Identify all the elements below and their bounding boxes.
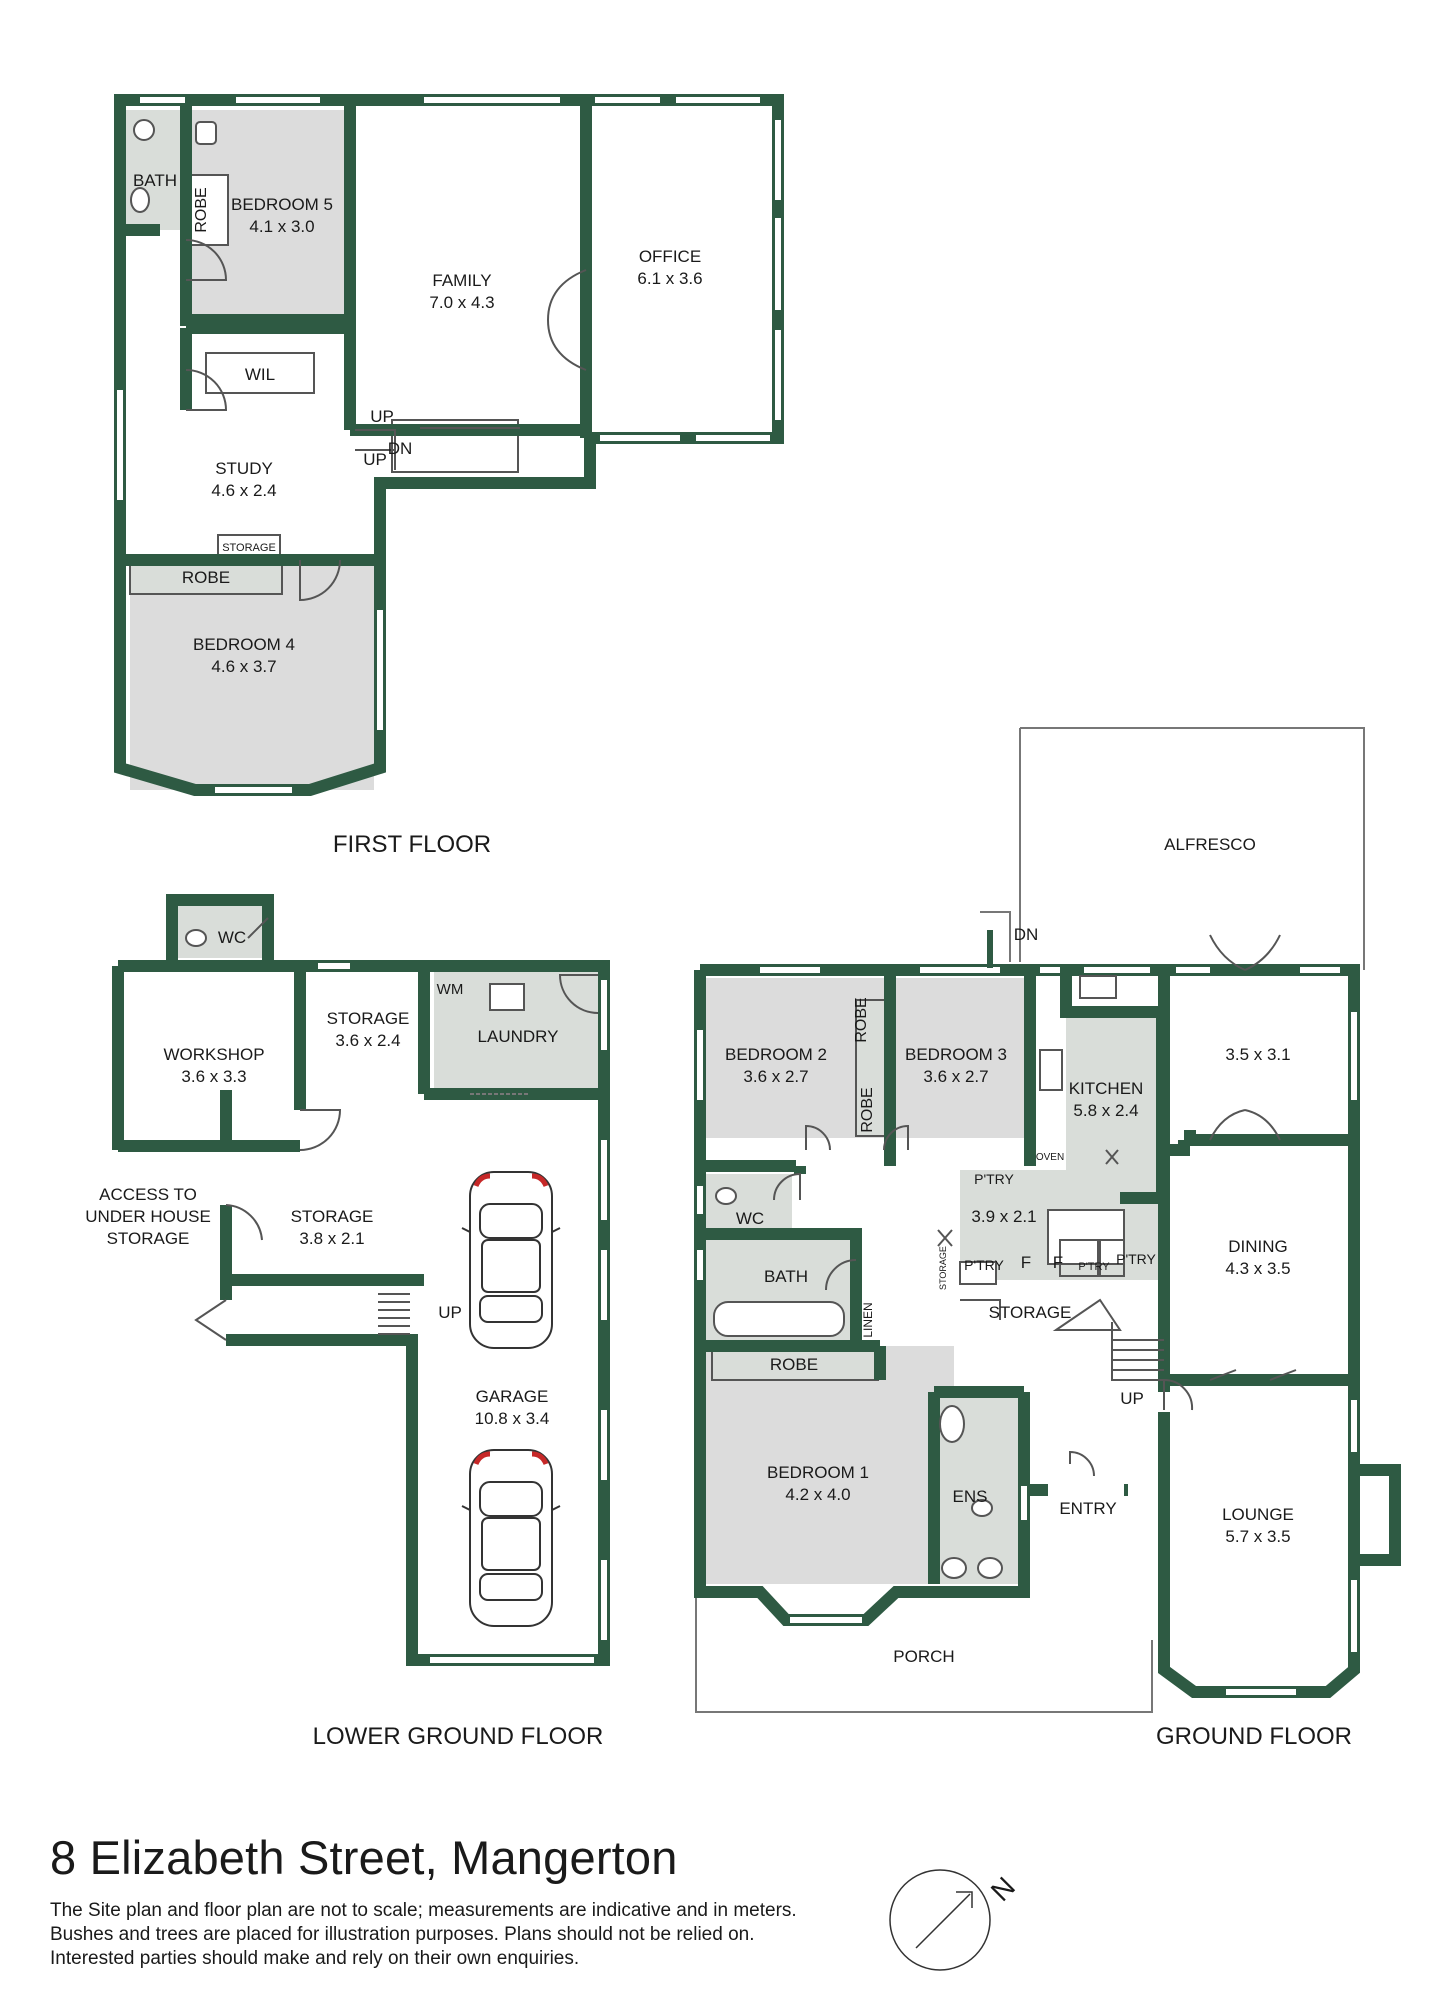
ff-bedroom5-name: BEDROOM 5 bbox=[231, 195, 333, 214]
lg-access-line3: STORAGE bbox=[107, 1229, 190, 1248]
ff-dn-label: DN bbox=[388, 439, 413, 458]
floor-plans-drawing: BATH ROBE BEDROOM 5 4.1 x 3.0 FAMILY 7.0… bbox=[85, 94, 1401, 1750]
gf-ptry3-label: P'TRY bbox=[1116, 1251, 1156, 1267]
gf-ptry2-label: P'TRY bbox=[1078, 1261, 1110, 1273]
property-address: 8 Elizabeth Street, Mangerton bbox=[50, 1831, 678, 1884]
ff-office-name: OFFICE bbox=[639, 247, 701, 266]
gf-lounge-size: 5.7 x 3.5 bbox=[1225, 1527, 1290, 1546]
disclaimer-line-3: Interested parties should make and rely … bbox=[50, 1948, 580, 1969]
disclaimer-line-2: Bushes and trees are placed for illustra… bbox=[50, 1924, 755, 1945]
gf-bedroom2-size: 3.6 x 2.7 bbox=[743, 1067, 808, 1086]
gf-f2-label: F bbox=[1053, 1253, 1063, 1272]
lg-storage1-name: STORAGE bbox=[327, 1009, 410, 1028]
listing-footer: 8 Elizabeth Street, Mangerton The Site p… bbox=[50, 1830, 1150, 1971]
gf-bedroom1-size: 4.2 x 4.0 bbox=[785, 1485, 850, 1504]
ff-up-top-label: UP bbox=[370, 407, 394, 426]
ff-bedroom4-name: BEDROOM 4 bbox=[193, 635, 295, 654]
ground-floor-title: GROUND FLOOR bbox=[1156, 1723, 1352, 1750]
ff-wil-label: WIL bbox=[245, 365, 275, 384]
ff-bedroom4-size: 4.6 x 3.7 bbox=[211, 657, 276, 676]
gf-lounge-name: LOUNGE bbox=[1222, 1505, 1294, 1524]
gf-bedroom3-name: BEDROOM 3 bbox=[905, 1045, 1007, 1064]
ground-floor-plan: ALFRESCO DN BEDROOM 2 3.6 x 2.7 ROBE ROB… bbox=[694, 727, 1401, 1750]
lg-wc-label: WC bbox=[218, 928, 246, 947]
ff-study-name: STUDY bbox=[215, 459, 273, 478]
compass-north-label: N bbox=[985, 1871, 1021, 1907]
ff-robe-vertical-label: ROBE bbox=[193, 187, 210, 232]
gf-bedroom1-name: BEDROOM 1 bbox=[767, 1463, 869, 1482]
gf-porch-label: PORCH bbox=[893, 1647, 954, 1666]
lg-workshop-name: WORKSHOP bbox=[163, 1045, 264, 1064]
lg-garage-size: 10.8 x 3.4 bbox=[475, 1409, 550, 1428]
gf-robe-label: ROBE bbox=[770, 1355, 818, 1374]
ff-storage-label: STORAGE bbox=[222, 542, 276, 554]
gf-room35-label: 3.5 x 3.1 bbox=[1225, 1045, 1290, 1064]
gf-robe-b-label: ROBE bbox=[859, 1087, 876, 1132]
ff-up-bottom-label: UP bbox=[363, 450, 387, 469]
gf-hall39-label: 3.9 x 2.1 bbox=[971, 1207, 1036, 1226]
disclaimer: The Site plan and floor plan are not to … bbox=[50, 1899, 1150, 1971]
disclaimer-line-1: The Site plan and floor plan are not to … bbox=[50, 1900, 797, 1921]
lg-garage-name: GARAGE bbox=[476, 1387, 549, 1406]
north-compass-icon: N bbox=[889, 1869, 1021, 1971]
ff-family-size: 7.0 x 4.3 bbox=[429, 293, 494, 312]
gf-up-label: UP bbox=[1120, 1389, 1144, 1408]
ff-study-size: 4.6 x 2.4 bbox=[211, 481, 276, 500]
gf-ptry1-label: P'TRY bbox=[964, 1257, 1004, 1273]
ff-office-size: 6.1 x 3.6 bbox=[637, 269, 702, 288]
ff-family-name: FAMILY bbox=[432, 271, 491, 290]
gf-kitchen-size: 5.8 x 2.4 bbox=[1073, 1101, 1138, 1120]
first-floor-title: FIRST FLOOR bbox=[333, 831, 491, 858]
lower-ground-plan: WC WM WORKSHOP 3.6 x 3.3 STORAGE 3.6 x 2… bbox=[85, 894, 610, 1750]
gf-bedroom3-size: 3.6 x 2.7 bbox=[923, 1067, 988, 1086]
gf-bedroom2-name: BEDROOM 2 bbox=[725, 1045, 827, 1064]
gf-kitchen-name: KITCHEN bbox=[1069, 1079, 1144, 1098]
ff-robe-label: ROBE bbox=[182, 568, 230, 587]
gf-dining-name: DINING bbox=[1228, 1237, 1288, 1256]
ff-bedroom5-size: 4.1 x 3.0 bbox=[249, 217, 314, 236]
gf-oven-label: OVEN bbox=[1036, 1152, 1064, 1163]
lg-access-line2: UNDER HOUSE bbox=[85, 1207, 211, 1226]
gf-storage-small-label: STORAGE bbox=[938, 1246, 948, 1290]
gf-linen-label: LINEN bbox=[861, 1302, 875, 1337]
gf-ptry-top-label: P'TRY bbox=[974, 1171, 1014, 1187]
lg-storage1-size: 3.6 x 2.4 bbox=[335, 1031, 400, 1050]
lg-access-line1: ACCESS TO bbox=[99, 1185, 197, 1204]
gf-wc-label: WC bbox=[736, 1209, 764, 1228]
gf-storage-label: STORAGE bbox=[989, 1303, 1072, 1322]
gf-bath-label: BATH bbox=[764, 1267, 808, 1286]
lg-workshop-size: 3.6 x 3.3 bbox=[181, 1067, 246, 1086]
gf-ens-label: ENS bbox=[953, 1487, 988, 1506]
gf-dining-size: 4.3 x 3.5 bbox=[1225, 1259, 1290, 1278]
lg-up-label: UP bbox=[438, 1303, 462, 1322]
lg-storage2-size: 3.8 x 2.1 bbox=[299, 1229, 364, 1248]
ff-bath-label: BATH bbox=[133, 171, 177, 190]
lg-laundry-label: LAUNDRY bbox=[478, 1027, 559, 1046]
lg-wm-label: WM bbox=[437, 981, 464, 998]
first-floor-plan: BATH ROBE BEDROOM 5 4.1 x 3.0 FAMILY 7.0… bbox=[114, 94, 784, 858]
lower-ground-floor-title: LOWER GROUND FLOOR bbox=[313, 1723, 604, 1750]
gf-dn-label: DN bbox=[1014, 925, 1039, 944]
gf-alfresco-label: ALFRESCO bbox=[1164, 835, 1256, 854]
lg-storage2-name: STORAGE bbox=[291, 1207, 374, 1226]
gf-entry-label: ENTRY bbox=[1059, 1499, 1116, 1518]
gf-robe-a-label: ROBE bbox=[853, 997, 870, 1042]
gf-f1-label: F bbox=[1021, 1253, 1031, 1272]
